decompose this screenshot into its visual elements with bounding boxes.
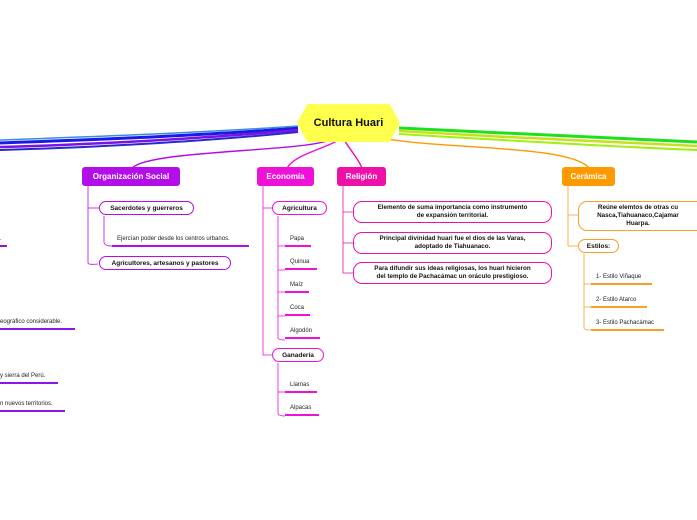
subtopic-text: Para difundir sus ideas religiosas, los … xyxy=(374,265,530,281)
leaf-text: Papa xyxy=(290,236,305,242)
text-line: del templo de Pachacámac un oráculo pres… xyxy=(376,273,529,280)
leaf-crop[interactable]: Maíz xyxy=(285,282,309,293)
leaf-text: n nuevos territorios. xyxy=(0,401,53,407)
leaf-crop[interactable]: Coca xyxy=(285,305,310,316)
topic-organizacion-social[interactable]: Organización Social xyxy=(82,167,180,186)
text-line: Para difundir sus ideas religiosas, los … xyxy=(374,265,531,272)
leaf-text: Maíz xyxy=(290,282,304,288)
leaf-text: Llamas xyxy=(290,382,310,388)
leaf-estilo[interactable]: 3- Estilo Pachacámac xyxy=(591,320,664,331)
text-line: adoptado de Tiahuanaco. xyxy=(414,243,491,250)
leaf-animal[interactable]: Llamas xyxy=(285,382,317,393)
leaf-text: Algodón xyxy=(290,328,313,334)
subtopic-estilos[interactable]: Estilos: xyxy=(578,239,619,253)
subtopic-sacerdotes[interactable]: Sacerdotes y guerreros xyxy=(99,201,194,215)
left-fragment[interactable]: eográfico considerable. xyxy=(0,319,75,330)
leaf-text: y sierra del Perú. xyxy=(0,373,46,379)
text-line: de expansión territorial. xyxy=(416,212,489,219)
text-line: Reúne elemtos de otras cu xyxy=(597,204,679,211)
central-topic[interactable]: Cultura Huari xyxy=(297,104,400,142)
leaf-crop[interactable]: Algodón xyxy=(285,328,320,339)
text-line: Nasca,Tiahuanaco,Cajamar xyxy=(597,212,679,219)
subtopic-text: Reúne elemtos de otras cu Nasca,Tiahuana… xyxy=(597,204,679,228)
text-line: Principal divinidad huari fue el dios de… xyxy=(379,235,526,242)
topic-religion[interactable]: Religión xyxy=(337,167,386,186)
leaf-text: Quinua xyxy=(290,259,310,265)
topic-economia[interactable]: Economía xyxy=(257,167,314,186)
leaf-estilo[interactable]: 1- Estilo Viñaque xyxy=(591,274,652,285)
leaf-text: Coca xyxy=(290,305,305,311)
subtopic-religion-2[interactable]: Principal divinidad huari fue el dios de… xyxy=(353,232,552,254)
subtopic-religion-1[interactable]: Elemento de suma importancia como instru… xyxy=(353,201,552,223)
leaf-estilo[interactable]: 2- Estilo Atarco xyxy=(591,297,647,308)
leaf-crop[interactable]: Papa xyxy=(285,236,311,247)
text-line: Elemento de suma importancia como instru… xyxy=(377,204,528,211)
leaf-text: . xyxy=(0,236,2,242)
subtopic-ganaderia[interactable]: Ganadería xyxy=(272,348,324,362)
subtopic-agricultura[interactable]: Agricultura xyxy=(272,201,327,215)
leaf-text: eográfico considerable. xyxy=(0,319,63,325)
left-fragment[interactable]: y sierra del Perú. xyxy=(0,373,58,384)
leaf-text: 2- Estilo Atarco xyxy=(596,297,637,303)
leaf-animal[interactable]: Alpacas xyxy=(285,405,319,416)
leaf-text: Alpacas xyxy=(290,405,312,411)
subtopic-religion-3[interactable]: Para difundir sus ideas religiosas, los … xyxy=(353,262,552,284)
leaf-text: 1- Estilo Viñaque xyxy=(596,274,642,280)
leaf-crop[interactable]: Quinua xyxy=(285,259,317,270)
subtopic-text: Elemento de suma importancia como instru… xyxy=(378,204,528,220)
left-fragment[interactable]: n nuevos territorios. xyxy=(0,401,65,412)
leaf-sacerdotes-detail[interactable]: Ejercían poder desde los centros urbanos… xyxy=(112,236,249,247)
subtopic-text: Principal divinidad huari fue el dios de… xyxy=(380,235,526,251)
leaf-text: 3- Estilo Pachacámac xyxy=(596,320,655,326)
leaf-text: Ejercían poder desde los centros urbanos… xyxy=(117,236,230,242)
left-fragment[interactable]: . xyxy=(0,236,7,247)
text-line: Huarpa. xyxy=(626,220,650,227)
subtopic-agricultores[interactable]: Agricultores, artesanos y pastores xyxy=(99,256,231,270)
subtopic-ceramica-influence[interactable]: Reúne elemtos de otras cu Nasca,Tiahuana… xyxy=(578,201,697,231)
topic-ceramica[interactable]: Cerámica xyxy=(562,167,615,186)
